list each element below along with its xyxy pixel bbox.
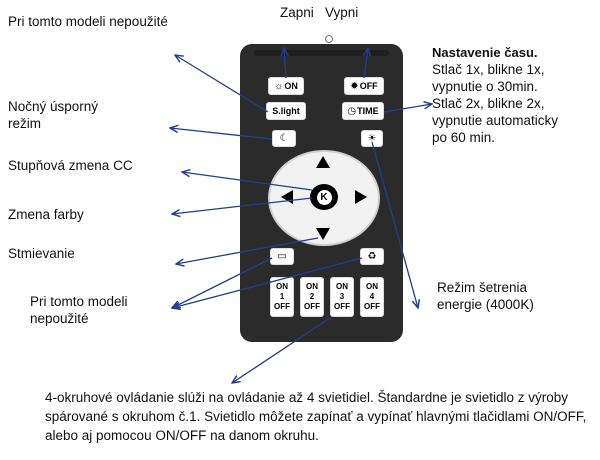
time-button[interactable]: ◷TIME bbox=[342, 102, 384, 120]
k-label: K bbox=[316, 189, 332, 205]
arrow-on bbox=[284, 48, 286, 79]
slight-label: S.light bbox=[272, 106, 300, 116]
right-arrow-button[interactable] bbox=[355, 190, 367, 204]
label-dimming: Stmievanie bbox=[8, 246, 75, 261]
recycle-button[interactable]: ♻ bbox=[360, 248, 384, 265]
label-on-off: Zapni Vypni bbox=[280, 5, 359, 20]
off-label: OFF bbox=[359, 81, 378, 91]
sun-filled-icon: ✹ bbox=[350, 80, 359, 92]
label-eco-mode: Režim šetrenia energie (4000K) bbox=[437, 280, 534, 312]
on-label: ON bbox=[284, 81, 298, 91]
label-cct-step: Stupňová zmena CC bbox=[8, 158, 133, 173]
zone-4-button[interactable]: ON 4 OFF bbox=[360, 277, 384, 317]
moon-icon: ☾ bbox=[279, 133, 289, 144]
label-color-change: Zmena farby bbox=[8, 207, 84, 222]
timer-title: Nastavenie času. bbox=[432, 45, 538, 60]
zone-off-label: OFF bbox=[334, 302, 350, 311]
timer-line: vypnutie automaticky bbox=[432, 113, 559, 128]
timer-line: Stlač 2x, blikne 2x, bbox=[432, 96, 545, 111]
label-unused-bottom: Pri tomto modeli nepoužité bbox=[30, 294, 128, 326]
timer-description: Nastavenie času. Stlač 1x, blikne 1x, vy… bbox=[432, 44, 558, 146]
timer-line: po 60 min. bbox=[432, 130, 496, 145]
zone-number: 3 bbox=[339, 292, 345, 301]
off-button[interactable]: ✹OFF bbox=[344, 77, 384, 95]
arrow-off bbox=[364, 48, 368, 79]
clock-icon: ◷ bbox=[347, 105, 357, 117]
label-unused-top: Pri tomto modeli nepoužité bbox=[8, 14, 168, 29]
battery-icon: ▭ bbox=[277, 251, 287, 262]
zone-off-label: OFF bbox=[274, 302, 290, 311]
timer-line: vypnutie o 30min. bbox=[432, 79, 538, 94]
zone-off-label: OFF bbox=[364, 302, 380, 311]
zone-2-button[interactable]: ON 2 OFF bbox=[300, 277, 324, 317]
timer-line: Stlač 1x, blikne 1x, bbox=[432, 62, 545, 77]
remote-top-bar bbox=[254, 50, 389, 56]
sun-icon: ☼ bbox=[274, 80, 284, 92]
arrow-color bbox=[172, 197, 313, 214]
up-arrow-button[interactable] bbox=[316, 156, 330, 168]
arrow-dim bbox=[176, 237, 319, 264]
dim-button[interactable]: ▭ bbox=[270, 248, 294, 265]
down-arrow-button[interactable] bbox=[316, 228, 330, 240]
arrow-unused-bottom-2 bbox=[172, 257, 363, 308]
zone-on-label: ON bbox=[276, 282, 288, 291]
zone-1-button[interactable]: ON 1 OFF bbox=[270, 277, 294, 317]
label-night-mode: Nočný úsporný režim bbox=[8, 99, 99, 131]
zone-on-label: ON bbox=[336, 282, 348, 291]
zone-number: 4 bbox=[369, 292, 375, 301]
night-mode-button[interactable]: ☾ bbox=[272, 130, 296, 147]
zone-3-button[interactable]: ON 3 OFF bbox=[330, 277, 354, 317]
zone-on-label: ON bbox=[306, 282, 318, 291]
arrow-cct bbox=[182, 172, 313, 191]
arrow-night bbox=[170, 128, 273, 140]
zone-on-label: ON bbox=[366, 282, 378, 291]
eco-mode-button[interactable]: ☀ bbox=[361, 130, 383, 147]
time-label: TIME bbox=[357, 106, 379, 116]
arrow-time bbox=[383, 104, 432, 113]
arrow-unused-top bbox=[175, 55, 269, 113]
footer-description: 4-okruhové ovládanie slúži na ovládanie … bbox=[45, 390, 587, 443]
arrow-eco bbox=[371, 141, 418, 308]
zone-off-label: OFF bbox=[304, 302, 320, 311]
color-temperature-button[interactable]: K bbox=[310, 184, 338, 210]
zone-number: 2 bbox=[309, 292, 315, 301]
sun-icon: ☀ bbox=[367, 133, 377, 144]
zone-number: 1 bbox=[279, 292, 285, 301]
arrow-zones bbox=[232, 317, 331, 383]
led-indicator bbox=[325, 35, 333, 43]
recycle-icon: ♻ bbox=[367, 251, 377, 262]
arrow-unused-bottom-1 bbox=[172, 257, 273, 308]
